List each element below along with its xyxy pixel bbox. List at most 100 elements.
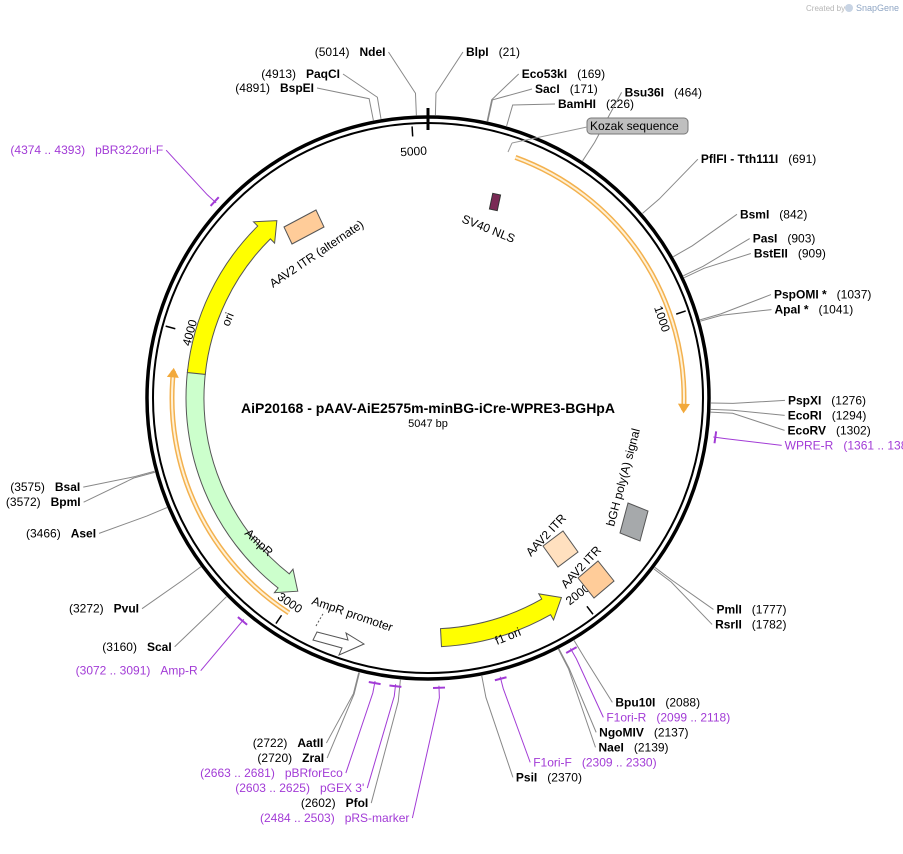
- tick-label: 5000: [400, 144, 428, 160]
- primer-label[interactable]: (4374 .. 4393)pBR322ori-F: [10, 143, 163, 157]
- site-leader: [83, 470, 155, 488]
- aav2-itr-block-1[interactable]: [542, 530, 579, 568]
- site-leader: [434, 51, 464, 116]
- primer-leader: [569, 648, 604, 718]
- site-label[interactable]: PmlI(1777): [716, 602, 786, 616]
- site-label[interactable]: NgoMIV(2137): [599, 725, 688, 739]
- primer-range: (2099 .. 2118): [656, 710, 730, 724]
- site-position: (3466): [26, 526, 61, 540]
- site-leader: [683, 253, 751, 279]
- site-label[interactable]: Bsu36I(464): [625, 85, 702, 99]
- site-label[interactable]: (2722)AatII: [253, 736, 324, 750]
- site-name: PvuI: [114, 602, 139, 616]
- backbone-outer-ring: [145, 115, 711, 681]
- site-position: (2602): [301, 796, 336, 810]
- site-label[interactable]: (4891)BspEI: [235, 81, 314, 95]
- site-position: (1782): [752, 617, 787, 631]
- ampr-promoter-arrow[interactable]: [312, 631, 366, 656]
- site-label[interactable]: (3466)AseI: [26, 526, 96, 540]
- ampr-arrow[interactable]: [185, 368, 299, 594]
- site-label[interactable]: BsmI(842): [740, 207, 807, 221]
- site-label[interactable]: SacI(171): [535, 82, 598, 96]
- site-position: (3575): [10, 480, 45, 494]
- site-label[interactable]: PflFI - Tth111I(691): [701, 152, 816, 166]
- ampr-outline-arrowhead: [166, 367, 179, 378]
- snapgene-icon: [845, 4, 853, 12]
- site-label[interactable]: PspOMI *(1037): [774, 288, 871, 302]
- site-label[interactable]: (3272) PvuI: [69, 602, 139, 616]
- site-label[interactable]: (3572)BpmI: [6, 495, 81, 509]
- sv40-nls-label: SV40 NLS: [460, 212, 517, 246]
- aav2-itr-block-2[interactable]: [577, 560, 615, 599]
- site-label[interactable]: Eco53kI(169): [522, 67, 605, 81]
- site-label[interactable]: BlpI(21): [466, 45, 520, 59]
- primer-label[interactable]: F1ori-R(2099 .. 2118): [606, 710, 730, 724]
- sv40-nls-block[interactable]: [488, 192, 502, 212]
- primer-label[interactable]: WPRE-R (1361 .. 1381): [785, 438, 903, 452]
- site-name: PasI: [753, 232, 778, 246]
- backbone-inner-ring: [152, 122, 704, 674]
- site-label[interactable]: Bpu10I(2088): [615, 695, 700, 709]
- site-position: (1037): [837, 288, 872, 302]
- f1-ori-arrow[interactable]: [439, 593, 563, 648]
- site-label[interactable]: NaeI(2139): [598, 740, 668, 754]
- primer-range: (2484 .. 2503): [260, 811, 335, 825]
- site-label[interactable]: PspXI(1276): [788, 393, 866, 407]
- primer-label[interactable]: F1ori-F(2309 .. 2330): [533, 755, 656, 769]
- site-name: AatII: [297, 736, 323, 750]
- site-name: Eco53kI: [522, 67, 567, 81]
- tick-mark: [165, 325, 176, 330]
- ori-arrow[interactable]: [186, 220, 278, 375]
- site-position: (4913): [261, 67, 296, 81]
- created-by-text: Created by: [806, 4, 845, 13]
- primer-name: WPRE-R: [785, 438, 834, 452]
- site-name: NdeI: [359, 45, 385, 59]
- primer-range: (2309 .. 2330): [582, 755, 657, 769]
- kozak-leader-2: [507, 142, 513, 153]
- site-label[interactable]: (4913)PaqCI: [261, 67, 340, 81]
- site-leader: [506, 103, 556, 127]
- primer-range: (2603 .. 2625): [235, 781, 310, 795]
- primer-range: (4374 .. 4393): [10, 143, 85, 157]
- site-leader: [582, 92, 623, 162]
- site-leader: [653, 568, 713, 625]
- snapgene-text: SnapGene: [856, 3, 899, 13]
- site-label[interactable]: EcoRV(1302): [788, 423, 871, 437]
- site-label[interactable]: EcoRI(1294): [788, 408, 867, 422]
- primer-label[interactable]: (3072 .. 3091)Amp-R: [76, 664, 198, 678]
- site-name: EcoRV: [788, 423, 826, 437]
- kozak-box[interactable]: [586, 117, 689, 135]
- cds-outline-arc[interactable]: [514, 155, 687, 411]
- primer-label[interactable]: (2663 .. 2681)pBRforEco: [200, 766, 343, 780]
- site-label[interactable]: RsrII(1782): [715, 617, 786, 631]
- primer-range: (1361 .. 1381): [843, 438, 903, 452]
- site-label[interactable]: (2720)ZraI: [257, 751, 324, 765]
- site-name: BpmI: [51, 495, 81, 509]
- aav2-itr-alt-block[interactable]: [283, 209, 325, 245]
- bgh-polya-block[interactable]: [619, 502, 649, 542]
- site-leader: [557, 648, 596, 748]
- site-name: PfoI: [346, 796, 369, 810]
- site-label[interactable]: (5014)NdeI: [315, 45, 386, 59]
- site-label[interactable]: (2602) PfoI: [301, 796, 368, 810]
- site-name: PflFI - Tth111I: [701, 152, 778, 166]
- site-leader: [98, 507, 168, 534]
- site-name: BstEII: [754, 247, 788, 261]
- site-label[interactable]: PsiI(2370): [516, 770, 582, 784]
- site-label[interactable]: ApaI *(1041): [774, 303, 853, 317]
- site-leader: [710, 408, 785, 416]
- primer-leader: [200, 619, 245, 672]
- site-label[interactable]: (3160)ScaI: [102, 640, 171, 654]
- primer-label[interactable]: (2484 .. 2503)pRS-marker: [260, 811, 409, 825]
- primer-label[interactable]: (2603 .. 2625)pGEX 3': [235, 781, 364, 795]
- site-position: (3272): [69, 602, 104, 616]
- site-name: PspXI: [788, 393, 821, 407]
- site-label[interactable]: BstEII(909): [754, 247, 826, 261]
- site-label[interactable]: PasI(903): [753, 232, 816, 246]
- site-position: (2137): [654, 725, 689, 739]
- site-position: (3160): [102, 640, 137, 654]
- site-label[interactable]: BamHI(226): [558, 97, 634, 111]
- site-label[interactable]: (3575)BsaI: [10, 480, 80, 494]
- ampr-outline-inner: [171, 370, 290, 614]
